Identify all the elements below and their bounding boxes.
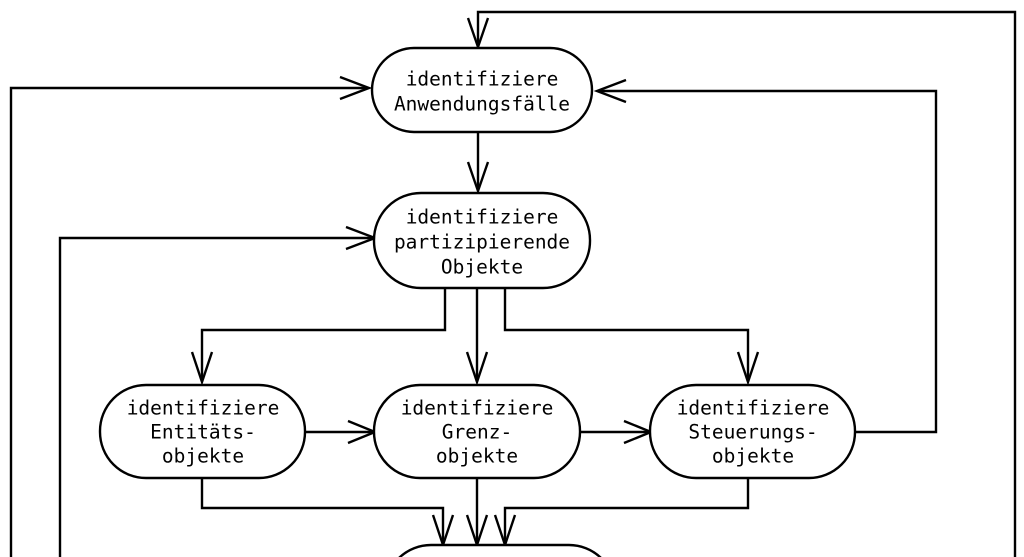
edge-layer bbox=[9, 10, 1017, 557]
node-grenzobjekte-line1: identifiziere bbox=[401, 397, 554, 420]
node-entitaetsobjekte-shape[interactable] bbox=[98, 383, 307, 480]
node-steuerungsobjekte-line1: identifiziere bbox=[677, 397, 830, 420]
node-bottom-partial-shape[interactable] bbox=[385, 543, 615, 557]
node-partizipierende-objekte[interactable]: identifiziere partizipierende Objekte bbox=[372, 191, 592, 290]
node-entitaetsobjekte[interactable]: identifiziere Entitäts- objekte bbox=[98, 383, 307, 480]
arrowhead-into-grenz-top bbox=[465, 351, 489, 386]
edge-partizipierende-to-steuerungs bbox=[503, 288, 750, 381]
node-grenzobjekte-line2: Grenz- bbox=[442, 421, 512, 444]
node-grenzobjekte-line3: objekte bbox=[436, 445, 518, 468]
arrowhead-into-steuerungs-top bbox=[736, 351, 760, 386]
node-partizipierende-objekte-line1: identifiziere bbox=[406, 206, 559, 229]
node-steuerungsobjekte-shape[interactable] bbox=[648, 383, 857, 480]
node-entitaetsobjekte-line1: identifiziere bbox=[127, 397, 280, 420]
node-entitaetsobjekte-line2: Entitäts- bbox=[150, 421, 256, 444]
node-steuerungsobjekte[interactable]: identifiziere Steuerungs- objekte bbox=[648, 383, 857, 480]
node-grenzobjekte-shape[interactable] bbox=[372, 383, 582, 480]
edge-left-loop-into-anwendungsfaelle bbox=[9, 86, 368, 557]
node-steuerungsobjekte-line3: objekte bbox=[712, 445, 794, 468]
edge-left-loop-into-partizipierende bbox=[58, 236, 374, 557]
node-anwendungsfaelle-line1: identifiziere bbox=[406, 68, 559, 91]
node-steuerungsobjekte-line2: Steuerungs- bbox=[688, 421, 817, 444]
arrowhead-into-entitaets-top bbox=[190, 351, 214, 386]
node-entitaetsobjekte-line3: objekte bbox=[162, 445, 244, 468]
arrowhead-left-into-anwendungsfaelle bbox=[339, 75, 373, 101]
node-anwendungsfaelle-shape[interactable] bbox=[370, 46, 594, 134]
node-anwendungsfaelle-line2: Anwendungsfälle bbox=[394, 93, 570, 116]
node-layer: identifiziere Anwendungsfälle identifizi… bbox=[98, 46, 857, 557]
node-bottom-partial[interactable] bbox=[385, 543, 615, 557]
arrowhead-into-partizipierende-top bbox=[466, 161, 490, 195]
node-partizipierende-objekte-line3: Objekte bbox=[441, 256, 523, 279]
edge-top-feedback-into-anwendungsfaelle bbox=[476, 10, 1017, 557]
node-anwendungsfaelle[interactable]: identifiziere Anwendungsfälle bbox=[370, 46, 594, 134]
arrowhead-right-into-anwendungsfaelle bbox=[593, 78, 627, 104]
node-partizipierende-objekte-shape[interactable] bbox=[372, 191, 592, 290]
node-partizipierende-objekte-line2: partizipierende bbox=[394, 231, 570, 254]
node-grenzobjekte[interactable]: identifiziere Grenz- objekte bbox=[372, 383, 582, 480]
edge-entitaets-to-bottom bbox=[200, 478, 445, 544]
edge-right-loop-into-anwendungsfaelle bbox=[598, 89, 938, 434]
edge-steuerungs-to-bottom bbox=[503, 478, 750, 544]
edge-partizipierende-to-entitaets bbox=[200, 288, 447, 381]
